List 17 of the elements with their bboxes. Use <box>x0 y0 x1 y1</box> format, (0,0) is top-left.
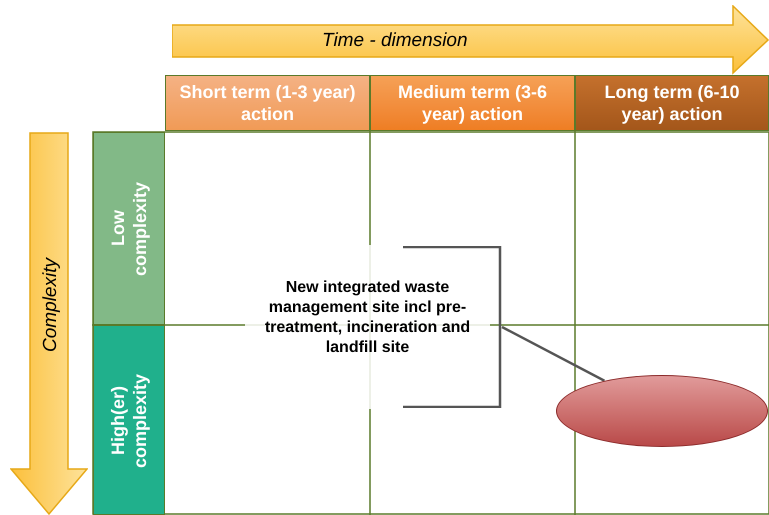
axis-title: Complexity <box>39 258 62 352</box>
header-text: Short term (1-3 year) action <box>178 81 357 125</box>
header-text: Medium term (3-6 year) action <box>396 81 548 125</box>
callout-box <box>245 245 502 409</box>
callout-text: New integrated waste management site incl pre-treatment, incineration and landfill site <box>264 278 472 358</box>
column-header <box>575 75 769 131</box>
timeline-arrow <box>172 5 769 75</box>
header-text: High(er) complexity <box>107 372 151 470</box>
header-text: Low complexity <box>107 180 151 278</box>
row-header <box>93 325 165 515</box>
header-text: Long term (6-10 year) action <box>603 81 741 125</box>
complexity-arrow <box>10 132 88 515</box>
column-header <box>165 75 370 131</box>
row-header <box>93 132 165 325</box>
leader-line <box>501 326 605 382</box>
column-header <box>370 75 575 131</box>
axis-title: Time - dimension <box>322 29 468 53</box>
